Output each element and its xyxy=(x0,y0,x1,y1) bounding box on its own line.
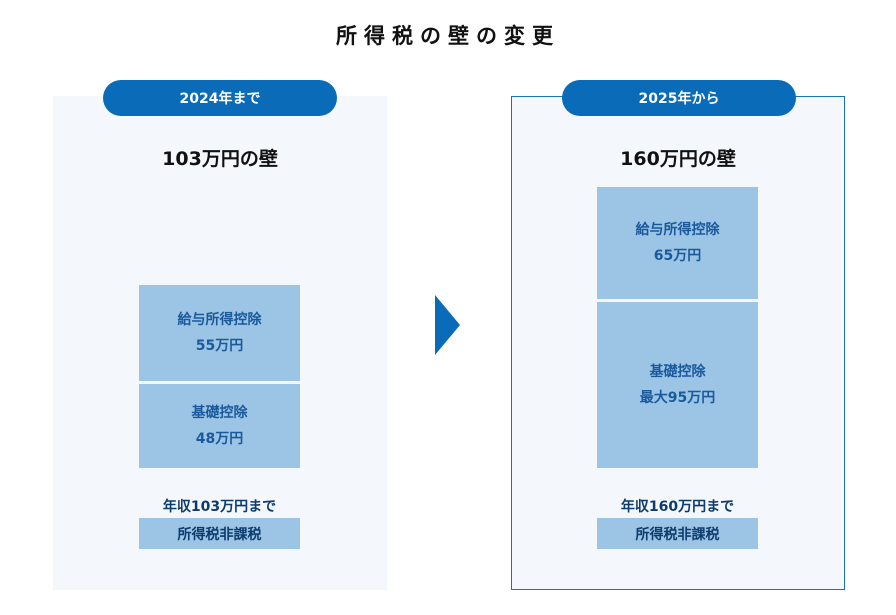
before-salary-deduction-box: 給与所得控除 55万円 xyxy=(139,285,300,381)
box-label: 給与所得控除 xyxy=(177,312,262,328)
box-label: 給与所得控除 xyxy=(635,222,720,238)
before-tax-exempt-box: 所得税非課税 xyxy=(139,518,300,549)
after-period-badge: 2025年から xyxy=(562,80,796,116)
before-basic-deduction-box: 基礎控除 48万円 xyxy=(139,384,300,468)
arrow-right-icon xyxy=(435,295,460,355)
box-label: 基礎控除 xyxy=(649,364,706,380)
before-period-badge: 2024年まで xyxy=(103,80,337,116)
after-wall-title: 160万円の壁 xyxy=(620,148,736,170)
box-amount: 48万円 xyxy=(195,431,244,447)
before-wall-title: 103万円の壁 xyxy=(162,148,278,170)
after-tax-exempt-box: 所得税非課税 xyxy=(597,518,758,549)
after-salary-deduction-box: 給与所得控除 65万円 xyxy=(597,187,758,299)
after-basic-deduction-box: 基礎控除 最大95万円 xyxy=(597,302,758,468)
box-amount: 最大95万円 xyxy=(639,390,716,406)
diagram-title: 所得税の壁の変更 xyxy=(336,24,560,48)
box-amount: 65万円 xyxy=(653,248,702,264)
box-label: 基礎控除 xyxy=(191,405,248,421)
before-income-label: 年収103万円まで xyxy=(162,499,277,515)
after-income-label: 年収160万円まで xyxy=(620,499,735,515)
box-amount: 55万円 xyxy=(195,338,244,354)
